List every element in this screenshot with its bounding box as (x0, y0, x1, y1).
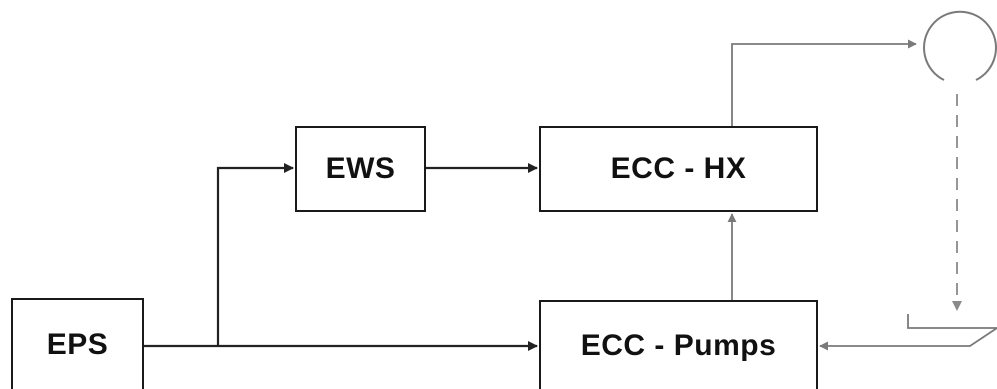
node-ews: EWS (295, 126, 426, 212)
containment-sump-icon (907, 314, 997, 329)
connector-sump-to-ecc-pumps (819, 327, 997, 351)
node-ecc-hx-label: ECC - HX (610, 152, 747, 185)
node-ecc-pumps: ECC - Pumps (539, 300, 818, 389)
connector-eps-to-ews (216, 163, 294, 346)
sump-arrowhead-icon (952, 301, 962, 311)
reactor-circle-icon (923, 10, 997, 81)
node-eps: EPS (11, 298, 144, 389)
node-ecc-hx: ECC - HX (539, 126, 818, 212)
connector-ecc-hx-to-reactor (731, 39, 917, 126)
node-eps-label: EPS (46, 327, 109, 361)
node-ews-label: EWS (325, 152, 396, 185)
node-ecc-pumps-label: ECC - Pumps (580, 328, 777, 362)
